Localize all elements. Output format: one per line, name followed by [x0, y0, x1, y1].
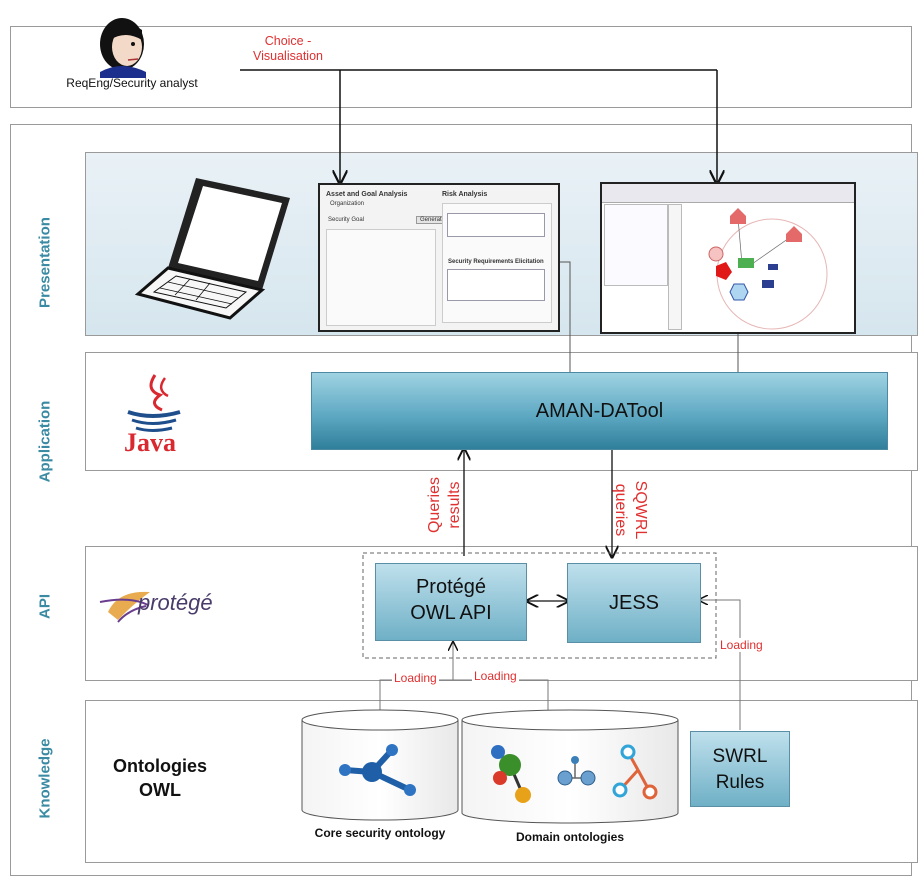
protege-feather-icon: [99, 591, 150, 623]
queries-results-label: Queries results: [425, 445, 465, 565]
risk-analysis-title: Risk Analysis: [442, 191, 488, 198]
java-logo: Java: [124, 428, 176, 457]
spheres-icon: [557, 756, 596, 786]
protege-owl-api-box: Protégé OWL API: [375, 563, 527, 641]
sqwrl-queries-label: SQWRL queries: [610, 450, 650, 570]
analyst-avatar-icon: [100, 18, 146, 78]
viewer-toolbar: [602, 184, 854, 203]
security-goal-label: Security Goal: [328, 217, 365, 223]
protege-api-line2: OWL API: [410, 602, 492, 624]
ontologies-line: Ontologies: [113, 756, 207, 776]
aman-datool-box: AMAN-DATool: [311, 372, 888, 450]
req-list: [447, 269, 545, 301]
sqwrl-queries-line: queries: [612, 483, 629, 537]
jess-box: JESS: [567, 563, 701, 643]
sqwrl-line: SQWRL: [632, 480, 649, 540]
risk-list: [447, 213, 545, 237]
ontologies-owl-label: Ontologies OWL: [100, 754, 220, 802]
java-cup-icon: [127, 374, 181, 432]
asset-goal-title: Asset and Goal Analysis: [326, 191, 408, 198]
form-panel: [326, 229, 436, 326]
protege-logo: protégé: [138, 590, 213, 615]
swrl-line1: SWRL: [712, 746, 768, 767]
domain-ontologies-label: Domain ontologies: [516, 830, 624, 844]
laptop-icon: [134, 178, 290, 320]
loading-label-1: Loading: [392, 671, 439, 685]
jess-label: JESS: [608, 591, 660, 614]
actor-frame: [10, 26, 912, 108]
protege-api-line1: Protégé: [415, 576, 487, 598]
security-req-title: Security Requirements Elicitation: [448, 259, 544, 265]
aman-datool-label: AMAN-DATool: [535, 399, 664, 422]
swrl-rules-box: SWRL Rules: [690, 731, 790, 807]
loading-label-3: Loading: [718, 638, 765, 652]
choice-line1: Choice -: [264, 34, 312, 48]
loading-label-2: Loading: [472, 669, 519, 683]
actor-label: ReqEng/Security analyst: [66, 76, 198, 90]
choice-line2: Visualisation: [253, 49, 323, 63]
organization-label: Organization: [330, 201, 365, 207]
owl-line: OWL: [139, 780, 181, 800]
choice-label: Choice - Visualisation: [248, 34, 328, 64]
asset-goal-screenshot: Asset and Goal Analysis Risk Analysis Or…: [318, 183, 560, 332]
molecule-icon: [491, 745, 531, 803]
core-ontology-label: Core security ontology: [314, 826, 446, 840]
nodes-icon: [612, 744, 658, 800]
viewer-tree-panel: [604, 204, 668, 286]
swrl-line2: Rules: [715, 772, 765, 793]
queries-line: Queries: [426, 476, 443, 534]
results-line: results: [446, 481, 463, 529]
viewer-graph: [708, 208, 828, 330]
network-icon: [339, 744, 416, 796]
viewer-palette: [668, 204, 682, 330]
graph-viewer-screenshot: [600, 182, 856, 334]
